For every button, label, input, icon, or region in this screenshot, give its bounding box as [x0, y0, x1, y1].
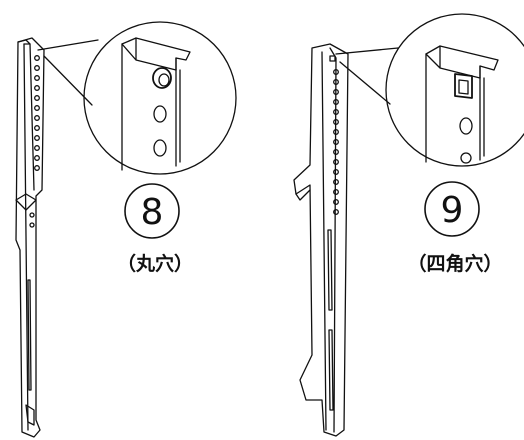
- figure-label-square: 9 （四角穴）: [407, 181, 503, 275]
- bracket-square-holes: [293, 43, 349, 437]
- figure-number-round: 8: [141, 192, 164, 233]
- number-badge-square: [424, 181, 480, 237]
- figure-number-square: 9: [441, 190, 464, 231]
- zoom-leader-square: [335, 47, 399, 105]
- bracket-round-holes: [15, 37, 45, 438]
- figure-caption-round: （丸穴）: [117, 252, 193, 275]
- zoom-detail-square: [385, 13, 524, 167]
- figure-caption-square: （四角穴）: [407, 252, 502, 275]
- number-badge-round: [124, 183, 180, 239]
- bracket-square-hole-row: [333, 69, 339, 215]
- zoom-detail-round: [83, 21, 237, 175]
- bracket-round-hole-row: [29, 55, 40, 228]
- figure-label-round: 8 （丸穴）: [117, 183, 193, 275]
